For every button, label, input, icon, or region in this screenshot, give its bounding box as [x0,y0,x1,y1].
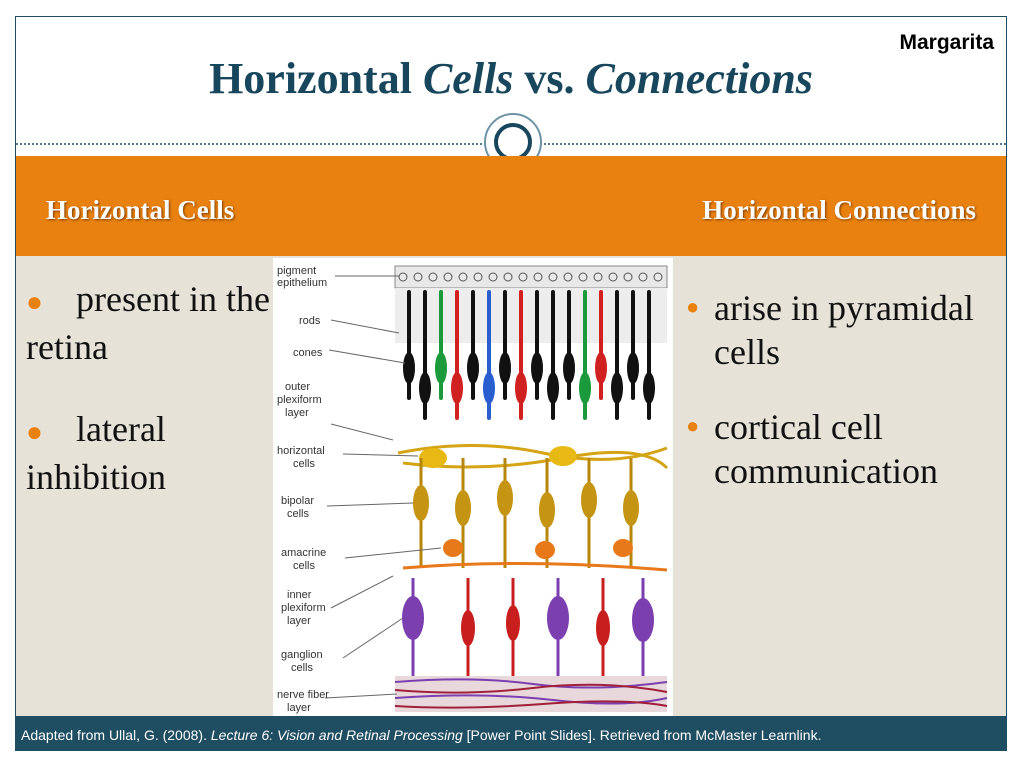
title-part-cells: Cells [422,54,514,103]
left-bullet-text: present in the retina [26,279,270,367]
slide: Margarita Horizontal Cells vs. Connectio… [15,16,1007,751]
right-column-heading: Horizontal Connections [702,195,976,225]
horizontal-cell-soma [419,448,447,468]
left-bullet-list: ●present in the retina ●lateral inhibiti… [26,277,276,537]
amacrine-processes [402,561,668,572]
bullet-icon: ● [26,287,43,318]
label-rods: rods [299,315,321,327]
right-bullet-list: ● arise in pyramidal cells ● cortical cell… [686,285,1002,523]
label-pointers [324,275,442,699]
pigment-cells [398,272,663,282]
pigment-epithelium-layer [394,265,668,289]
citation-prefix: Adapted from Ullal, G. (2008). [21,727,211,743]
citation-text: Adapted from Ullal, G. (2008). Lecture 6… [21,727,821,743]
slide-title: Horizontal Cells vs. Connections [16,53,1006,104]
citation-footer: Adapted from Ullal, G. (2008). Lecture 6… [16,716,1006,750]
left-bullet-text: lateral inhibition [26,409,167,497]
column-heading-band [16,156,1006,256]
horizontal-cell-soma [549,446,577,466]
title-part-vs: vs. [513,54,586,103]
nerve-fibers [394,678,668,709]
photoreceptor-layer [395,288,667,343]
right-bullet-item: ● cortical cell communication [686,404,1002,493]
author-name: Margarita [899,31,994,54]
nerve-fiber-layer [395,676,667,712]
title-part-horizontal: Horizontal [209,54,423,103]
right-bullet-text: arise in pyramidal cells [714,288,974,372]
citation-lecture-title: Lecture 6: Vision and Retinal Processing [210,727,463,743]
citation-suffix: [Power Point Slides]. Retrieved from McM… [462,727,822,743]
bullet-icon: ● [26,417,43,448]
ganglion-cells [402,578,654,683]
left-column-heading: Horizontal Cells [46,195,235,225]
left-bullet-item: ●lateral inhibition [26,407,276,499]
right-bullet-item: ● arise in pyramidal cells [686,285,1002,374]
photoreceptor-somas [403,352,655,404]
title-part-connections: Connections [585,54,813,103]
left-bullet-item: ●present in the retina [26,277,276,369]
label-cones: cones [293,347,323,359]
amacrine-cells [443,539,633,559]
bullet-icon: ● [686,294,700,319]
right-bullet-text: cortical cell communication [714,407,938,491]
bullet-icon: ● [686,413,700,438]
